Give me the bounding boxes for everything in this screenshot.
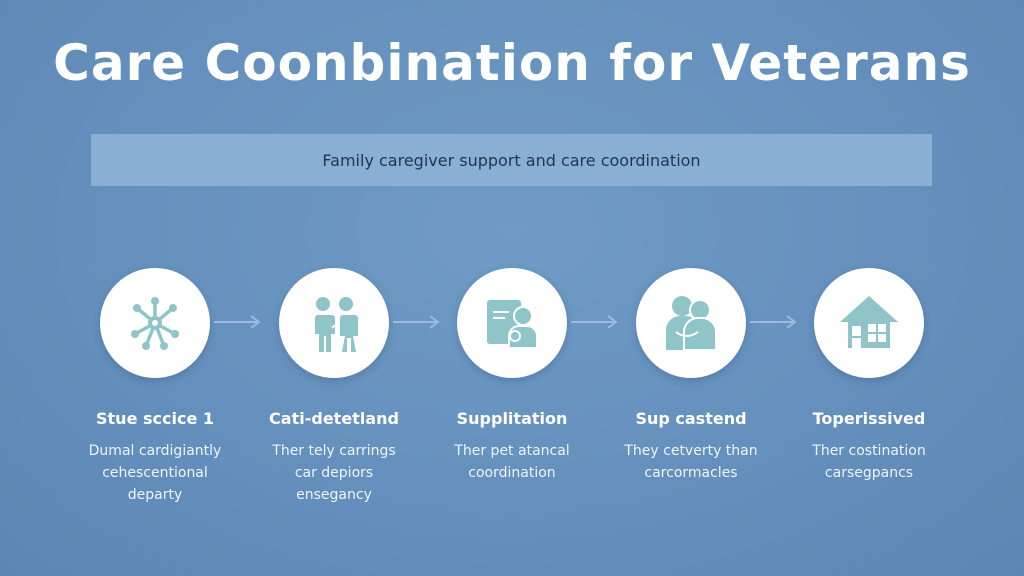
step-3-title: Supplitation (456, 409, 568, 428)
step-2-desc-line-3: ensegancy (296, 487, 372, 503)
step-4-desc-line-2: carcormacles (644, 465, 738, 481)
step-1-desc-line-1: Dumal cardigiantly (88, 443, 222, 459)
step-3-desc-line-1: Ther pet atancal (454, 443, 570, 459)
house-icon (840, 296, 898, 348)
page-title: Care Coonbination for Veterans (53, 34, 971, 92)
step-2-desc-line-1: Ther tely carrings (272, 443, 396, 459)
two-people-icon (314, 297, 358, 352)
arrow-1 (214, 315, 261, 329)
embrace-icon (666, 296, 717, 351)
step-2-circle (279, 268, 389, 378)
step-1-desc-line-2: cehescentional (102, 465, 208, 481)
person-document-icon (487, 300, 538, 349)
step-5-desc-line-1: Ther costination (812, 443, 926, 459)
banner-text: Family caregiver support and care coordi… (322, 150, 701, 170)
step-4-desc: They cetverty than carcormacles (601, 440, 781, 484)
step-3-desc: Ther pet atancal coordination (422, 440, 602, 484)
step-5-desc-line-2: carsegpancs (824, 465, 914, 481)
step-2-desc-line-2: car depiors (294, 465, 374, 481)
step-4-title: Sup castend (635, 409, 747, 428)
step-4-circle (636, 268, 746, 378)
step-2-title: Cati-detetland (269, 409, 399, 428)
step-4-desc-line-1: They cetverty than (624, 443, 758, 459)
step-2-desc: Ther tely carrings car depiors ensegancy (244, 440, 424, 506)
arrow-4 (750, 315, 797, 329)
network-hub-icon (131, 297, 179, 350)
step-3-circle (457, 268, 567, 378)
arrow-3 (571, 315, 618, 329)
arrow-2 (393, 315, 440, 329)
step-1-desc-line-3: departy (127, 487, 183, 503)
step-5-circle (814, 268, 924, 378)
step-5-desc: Ther costination carsegpancs (779, 440, 959, 484)
step-5-title: Toperissived (812, 409, 926, 428)
step-1-title: Stue sccice 1 (96, 409, 214, 428)
step-1-desc: Dumal cardigiantly cehescentional depart… (65, 440, 245, 506)
step-3-desc-line-2: coordination (468, 465, 556, 481)
step-1-circle (100, 268, 210, 378)
subtitle-banner: Family caregiver support and care coordi… (91, 134, 932, 186)
